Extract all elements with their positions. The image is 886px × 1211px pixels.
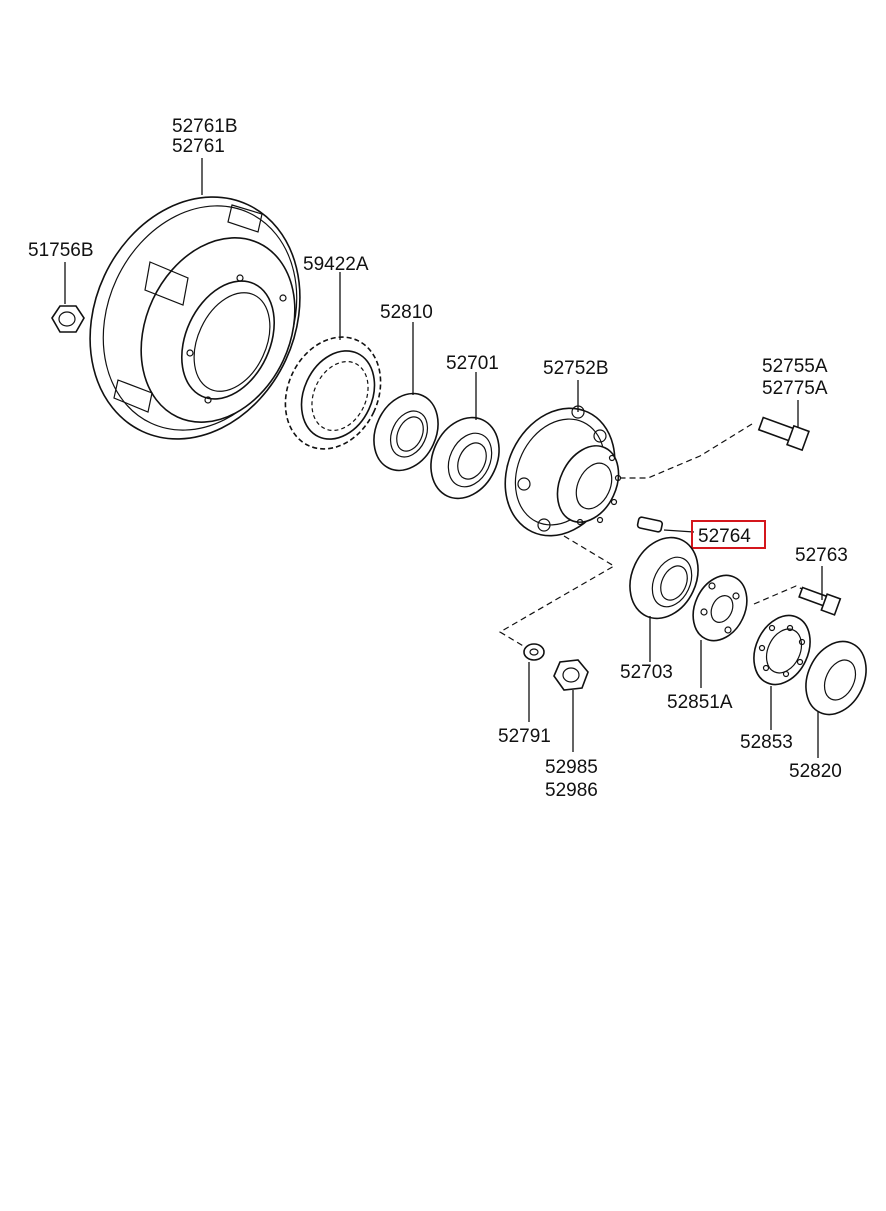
label-52810: 52810 — [380, 302, 433, 323]
wheel-hub[interactable] — [485, 390, 635, 554]
label-52986: 52986 — [545, 780, 598, 801]
inner-oil-seal[interactable] — [795, 632, 878, 725]
highlight-box — [691, 520, 766, 549]
label-52764[interactable]: 52764 — [698, 526, 751, 547]
label-52763: 52763 — [795, 545, 848, 566]
outer-bearing[interactable] — [418, 406, 512, 509]
label-52791: 52791 — [498, 726, 551, 747]
lock-washer[interactable] — [523, 643, 545, 661]
brake-drum[interactable] — [52, 162, 339, 473]
hub-pin[interactable] — [636, 516, 664, 533]
tone-ring[interactable] — [268, 321, 399, 464]
wheel-nut[interactable] — [51, 305, 85, 333]
label-52985: 52985 — [545, 757, 598, 778]
inner-bearing[interactable] — [617, 526, 711, 629]
label-51756B: 51756B — [28, 240, 94, 261]
seal-plate[interactable] — [683, 567, 757, 650]
label-52820: 52820 — [789, 761, 842, 782]
label-59422A: 59422A — [303, 254, 369, 275]
label-52761B: 52761B — [172, 116, 238, 137]
hub-nut[interactable] — [553, 659, 589, 691]
label-52701: 52701 — [446, 353, 499, 374]
label-52703: 52703 — [620, 662, 673, 683]
label-52752B: 52752B — [543, 358, 609, 379]
label-52853: 52853 — [740, 732, 793, 753]
oil-seal[interactable] — [362, 383, 450, 481]
hub-bolt[interactable] — [757, 416, 810, 452]
label-52775A: 52775A — [762, 378, 828, 399]
label-52761: 52761 — [172, 136, 225, 157]
label-52851A: 52851A — [667, 692, 733, 713]
retaining-bolt[interactable] — [798, 586, 842, 616]
abs-ring[interactable] — [743, 606, 821, 693]
label-52755A: 52755A — [762, 356, 828, 377]
